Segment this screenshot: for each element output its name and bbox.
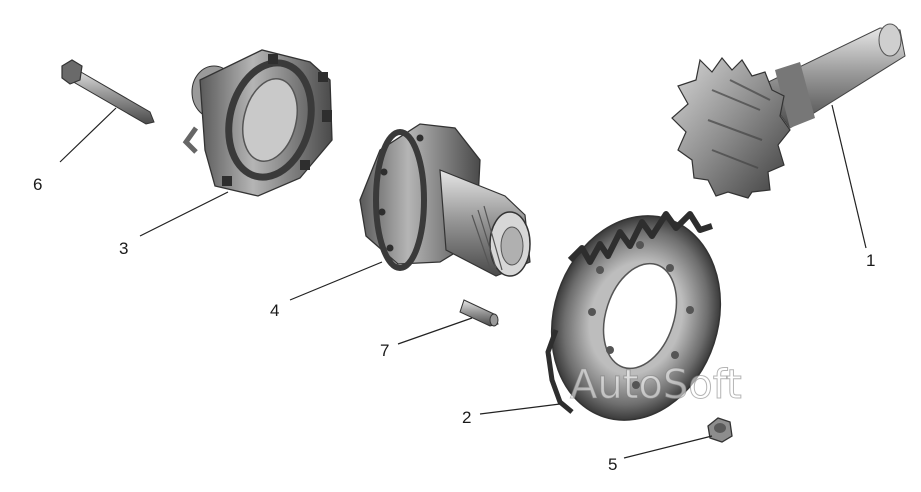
callout-3: 3	[119, 239, 129, 258]
pinion-gear-teeth	[671, 57, 791, 199]
leader-lines	[59, 104, 867, 459]
watermark: AutoSoft	[570, 362, 743, 409]
leader-line-2	[479, 403, 561, 415]
callout-7: 7	[380, 341, 390, 360]
leader-line-5	[623, 435, 713, 459]
callout-4: 4	[270, 301, 280, 320]
part-5-nut	[707, 417, 733, 443]
part-1-drive-pinion	[671, 23, 906, 199]
leader-line-6	[59, 107, 117, 163]
part-4-differential-case	[359, 123, 531, 277]
part-2-ring-gear	[545, 211, 722, 421]
part-3-differential-case-half	[182, 49, 333, 197]
leader-line-3	[139, 191, 229, 237]
callout-1: 1	[866, 251, 876, 270]
leader-line-7	[397, 317, 473, 345]
part-6-bolt	[61, 59, 155, 125]
part-7-pin	[459, 299, 499, 327]
callout-2: 2	[462, 408, 472, 427]
leader-line-4	[289, 261, 383, 301]
callout-5: 5	[608, 455, 618, 474]
leader-line-1	[831, 104, 867, 249]
callout-6: 6	[33, 175, 43, 194]
